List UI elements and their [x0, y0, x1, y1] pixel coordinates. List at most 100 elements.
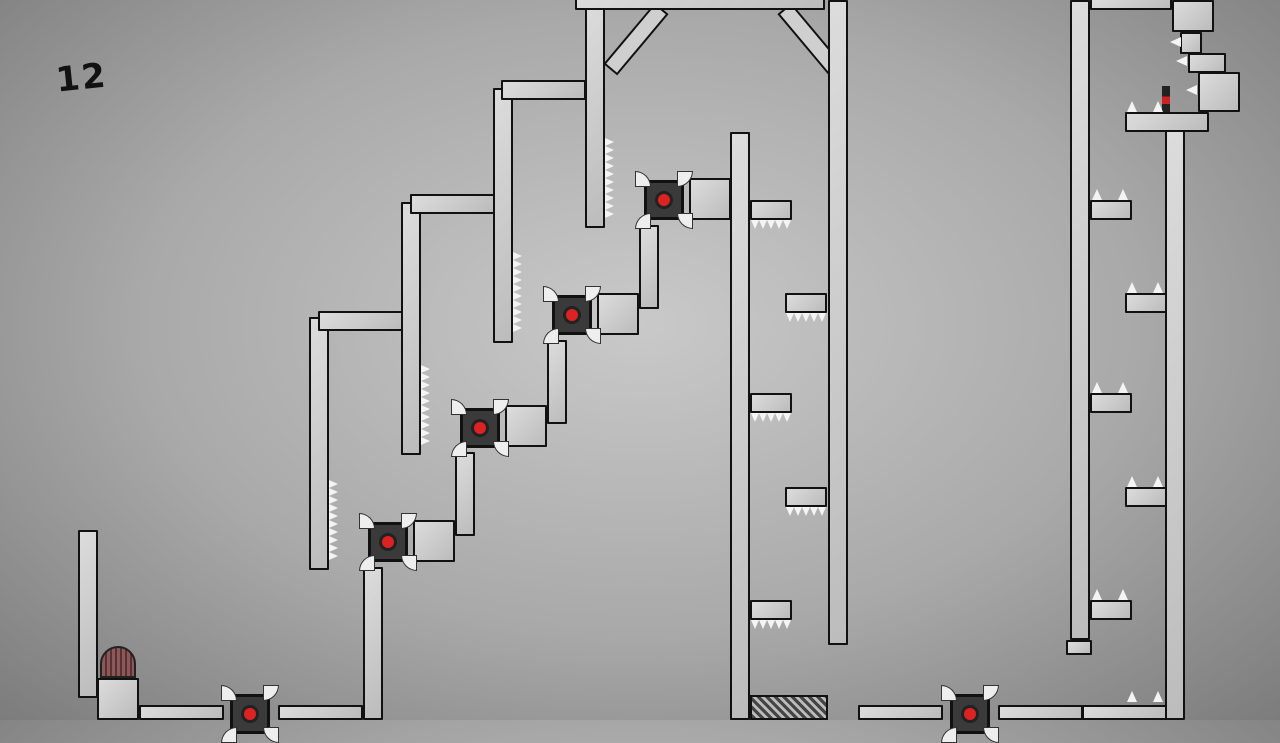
- stone-block: [730, 132, 750, 720]
- spinning-saw-trap: [941, 685, 999, 743]
- saw-blade-icon: [941, 685, 957, 701]
- spike-hazard: [818, 313, 826, 322]
- spike-hazard: [786, 313, 794, 322]
- spike-hazard: [767, 220, 775, 229]
- score-counter: 12: [54, 55, 110, 101]
- spike-hazard: [783, 413, 791, 422]
- spike-hazard: [1153, 282, 1163, 293]
- floor-grate: [750, 695, 828, 720]
- stone-block: [278, 705, 363, 720]
- spike-hazard: [605, 178, 614, 186]
- saw-blade-icon: [983, 685, 999, 701]
- stone-block: [1172, 0, 1214, 32]
- spike-hazard: [1153, 691, 1163, 702]
- spike-hazard: [421, 389, 430, 397]
- spike-hazard: [1153, 476, 1163, 487]
- stone-block: [401, 202, 421, 455]
- spike-hazard: [513, 284, 522, 292]
- spike-hazard: [818, 507, 826, 516]
- spike-hazard: [605, 146, 614, 154]
- spike-hazard: [421, 429, 430, 437]
- exit-door: [100, 646, 136, 678]
- stone-block: [1066, 640, 1092, 655]
- stone-block: [78, 530, 98, 698]
- spike-hazard: [767, 620, 775, 629]
- spike-hazard: [1127, 101, 1137, 112]
- spike-hazard: [1118, 382, 1128, 393]
- game-level: 12: [54, 0, 1240, 743]
- spike-hazard: [783, 220, 791, 229]
- spike-hazard: [802, 507, 810, 516]
- spike-hazard: [329, 536, 338, 544]
- spike-hazard: [810, 313, 818, 322]
- spike-hazard: [329, 512, 338, 520]
- stone-block: [363, 567, 383, 720]
- spike-hazard: [513, 276, 522, 284]
- spike-hazard: [783, 620, 791, 629]
- spinning-saw-trap: [221, 685, 279, 743]
- stone-block: [97, 678, 139, 720]
- saw-blade-icon: [543, 286, 559, 302]
- spike-hazard: [513, 308, 522, 316]
- saw-blade-icon: [451, 399, 467, 415]
- spike-hazard: [1186, 85, 1197, 95]
- stone-block: [501, 80, 586, 100]
- spike-hazard: [759, 620, 767, 629]
- stone-block: [1090, 600, 1132, 620]
- saw-blade-icon: [635, 213, 651, 229]
- spike-hazard: [605, 202, 614, 210]
- stone-block: [750, 393, 792, 413]
- spike-hazard: [767, 413, 775, 422]
- spike-hazard: [751, 620, 759, 629]
- spike-hazard: [605, 154, 614, 162]
- spike-hazard: [513, 260, 522, 268]
- spike-hazard: [421, 397, 430, 405]
- spike-hazard: [421, 405, 430, 413]
- spike-hazard: [1092, 189, 1102, 200]
- spike-hazard: [775, 413, 783, 422]
- stone-block: [1090, 0, 1172, 10]
- spike-hazard: [1127, 476, 1137, 487]
- stone-block: [1125, 487, 1167, 507]
- spike-hazard: [786, 507, 794, 516]
- saw-blade-icon: [941, 727, 957, 743]
- spike-hazard: [605, 162, 614, 170]
- spike-hazard: [513, 316, 522, 324]
- stone-block: [585, 0, 605, 228]
- stone-block: [575, 0, 825, 10]
- spike-hazard: [1153, 101, 1163, 112]
- spike-hazard: [605, 138, 614, 146]
- saw-blade-icon: [221, 727, 237, 743]
- stone-block: [309, 317, 329, 570]
- spike-hazard: [775, 620, 783, 629]
- spike-hazard: [751, 220, 759, 229]
- stone-block: [750, 200, 792, 220]
- spike-hazard: [810, 507, 818, 516]
- spike-hazard: [1092, 589, 1102, 600]
- stone-block: [139, 705, 224, 720]
- stone-block: [1125, 112, 1209, 132]
- spike-hazard: [329, 544, 338, 552]
- stone-block: [597, 293, 639, 335]
- spike-hazard: [421, 413, 430, 421]
- stone-block: [785, 487, 827, 507]
- saw-blade-icon: [983, 727, 999, 743]
- spike-hazard: [421, 437, 430, 445]
- spike-hazard: [605, 186, 614, 194]
- stone-block: [318, 311, 403, 331]
- stone-block: [547, 340, 567, 424]
- saw-blade-icon: [263, 727, 279, 743]
- diagonal-beam: [603, 2, 669, 76]
- spike-hazard: [605, 170, 614, 178]
- saw-blade-icon: [263, 685, 279, 701]
- stone-block: [1198, 72, 1240, 112]
- spike-hazard: [1127, 282, 1137, 293]
- stone-block: [1070, 0, 1090, 640]
- stone-block: [505, 405, 547, 447]
- saw-blade-icon: [221, 685, 237, 701]
- stone-block: [1082, 705, 1167, 720]
- spike-hazard: [775, 220, 783, 229]
- spike-hazard: [794, 313, 802, 322]
- spike-hazard: [513, 324, 522, 332]
- stone-block: [785, 293, 827, 313]
